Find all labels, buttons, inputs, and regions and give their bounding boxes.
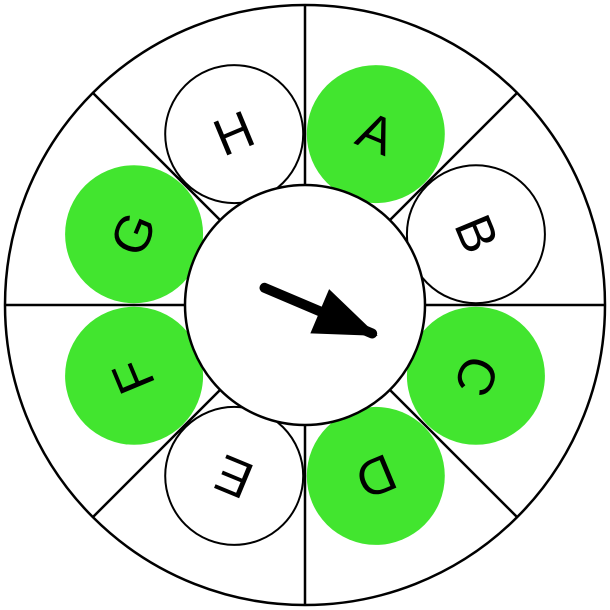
sector-f: F: [65, 306, 204, 445]
sector-g-token: [65, 165, 204, 304]
sector-dividers: [5, 5, 605, 605]
sector-divider: [388, 388, 519, 519]
sector-b: B: [405, 164, 546, 305]
sector-a: A: [306, 65, 445, 204]
sector-c: C: [406, 306, 545, 445]
sector-e-token: [164, 405, 305, 546]
sector-d-token: [306, 406, 445, 545]
sector-h-token: [164, 64, 305, 205]
arrow-pointer-icon: [259, 282, 378, 339]
sector-c-token: [406, 306, 545, 445]
sector-g: G: [65, 165, 204, 304]
spinner-hub[interactable]: [183, 183, 427, 427]
sector-f-token: [65, 306, 204, 445]
sector-d: D: [306, 406, 445, 545]
sector-divider: [91, 388, 222, 519]
sector-h: H: [164, 64, 305, 205]
sector-e: E: [164, 405, 305, 546]
sector-a-token: [306, 65, 445, 204]
sector-divider: [388, 91, 519, 222]
sector-b-token: [405, 164, 546, 305]
sector-divider: [91, 91, 222, 222]
